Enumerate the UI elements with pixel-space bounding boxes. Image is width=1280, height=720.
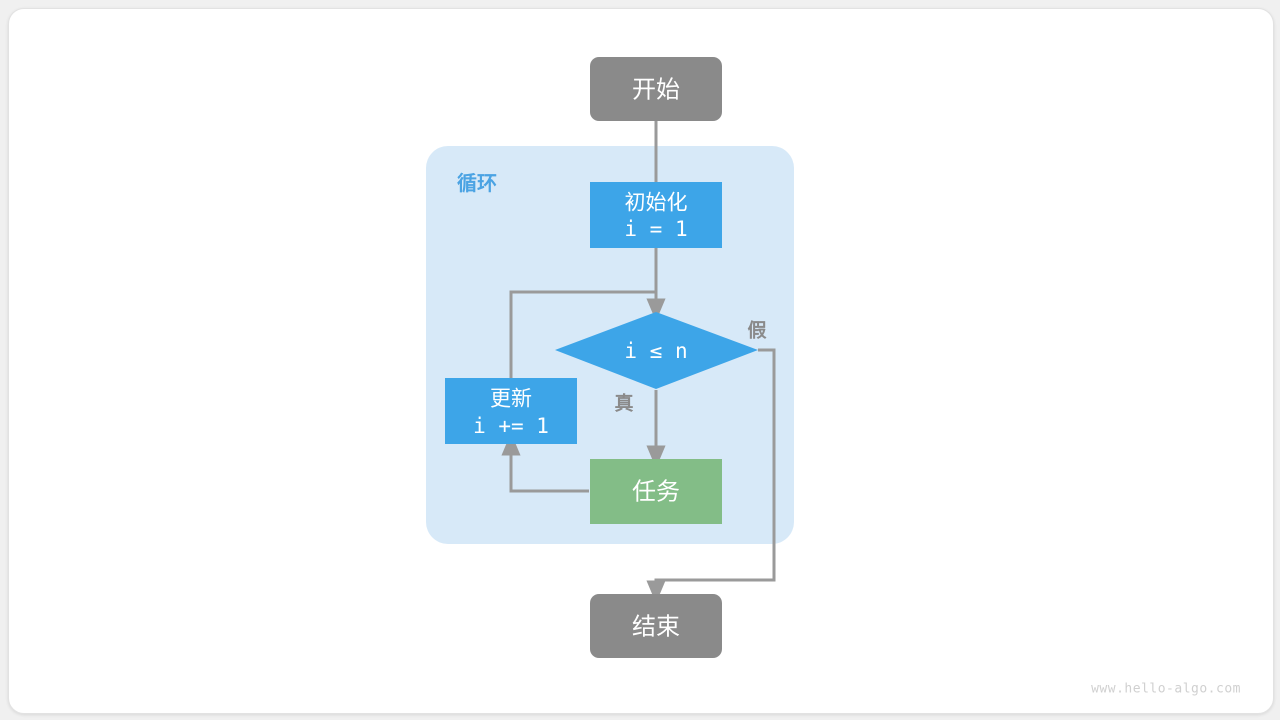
diagram-canvas: 循环 真 假 开始 初始 <box>8 8 1274 714</box>
edge-label-false: 假 <box>747 319 766 342</box>
edge-label-true: 真 <box>614 392 633 415</box>
node-end-label: 结束 <box>632 614 680 641</box>
node-task[interactable]: 任务 <box>590 459 722 524</box>
node-update[interactable]: 更新 i += 1 <box>445 378 577 444</box>
node-init-label-line1: 初始化 <box>625 192 688 215</box>
node-start-shape <box>590 57 722 121</box>
node-start-label: 开始 <box>632 77 680 104</box>
edge-task-to-update <box>501 432 589 493</box>
node-start[interactable]: 开始 <box>590 57 722 121</box>
node-update-shape <box>445 378 577 444</box>
node-update-label-line2: i += 1 <box>473 414 549 438</box>
node-condition-label: i ≤ n <box>624 339 687 363</box>
node-init-shape <box>590 182 722 248</box>
node-update-label-line1: 更新 <box>490 388 532 411</box>
flowchart-svg: 循环 真 假 开始 初始 <box>426 57 1241 697</box>
node-end[interactable]: 结束 <box>590 594 722 658</box>
edge-condition-false-to-end <box>646 348 776 604</box>
node-condition-shape <box>555 312 758 389</box>
loop-group-label: 循环 <box>457 171 497 195</box>
node-task-shape <box>590 459 722 524</box>
edge-update-to-condition <box>509 290 656 378</box>
node-init-label-line2: i = 1 <box>624 217 687 241</box>
node-end-shape <box>590 594 722 658</box>
node-init[interactable]: 初始化 i = 1 <box>590 182 722 248</box>
watermark-text: www.hello-algo.com <box>1091 682 1241 697</box>
node-condition[interactable]: i ≤ n <box>555 312 758 389</box>
node-task-label: 任务 <box>632 479 680 506</box>
